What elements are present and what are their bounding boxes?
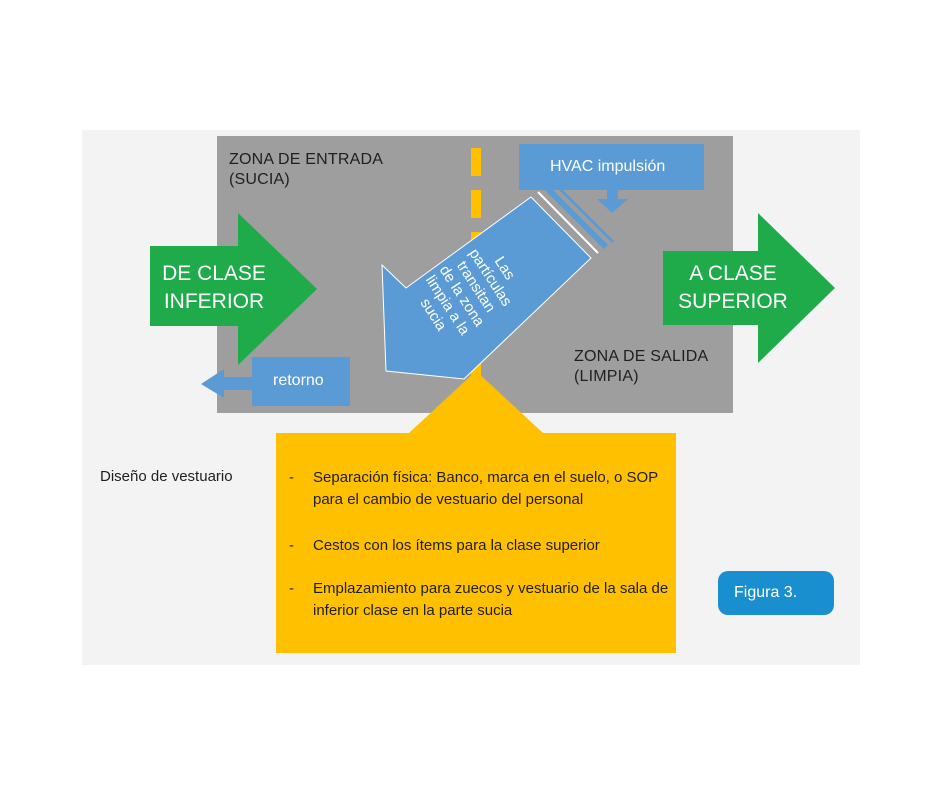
hvac-supply-label: HVAC impulsión [550,158,666,175]
particles-arrow-stripe-1 [537,191,599,254]
hvac-supply-box-shape [519,144,704,190]
figure-number-badge: Figura 3. [718,571,834,615]
bullet-text: Cestos con los ítems para la clase super… [313,537,600,554]
callout-up-arrow-shape [409,371,543,433]
particles-flow-arrow-shape [381,196,592,380]
outflow-arrow-label: A CLASE SUPERIOR [678,262,788,313]
bullet-dash: - [289,580,294,597]
inflow-arrow-shape [150,213,317,365]
exit-zone-label: ZONA DE SALIDA (LIMPIA) [574,348,709,385]
return-box-shape [252,357,350,406]
particles-arrow-stripe-2 [543,184,609,250]
entry-zone-label: ZONA DE ENTRADA (SUCIA) [229,151,384,188]
bullet-dash: - [289,537,294,554]
inflow-arrow-label: DE CLASE INFERIOR [162,262,266,313]
design-callout-box [276,433,676,653]
hvac-down-arrow-shape [597,190,628,213]
design-title: Diseño de vestuario [100,468,233,485]
bullet-text: Separación física: Banco, marca en el su… [313,469,658,508]
return-label: retorno [273,372,324,389]
bullet-text: Emplazamiento para zuecos y vestuario de… [313,580,669,619]
outflow-arrow-shape [663,213,835,363]
bullet-dash: - [289,469,294,486]
return-left-arrow-shape [201,369,252,398]
particles-arrow-stripe-3 [551,180,615,244]
